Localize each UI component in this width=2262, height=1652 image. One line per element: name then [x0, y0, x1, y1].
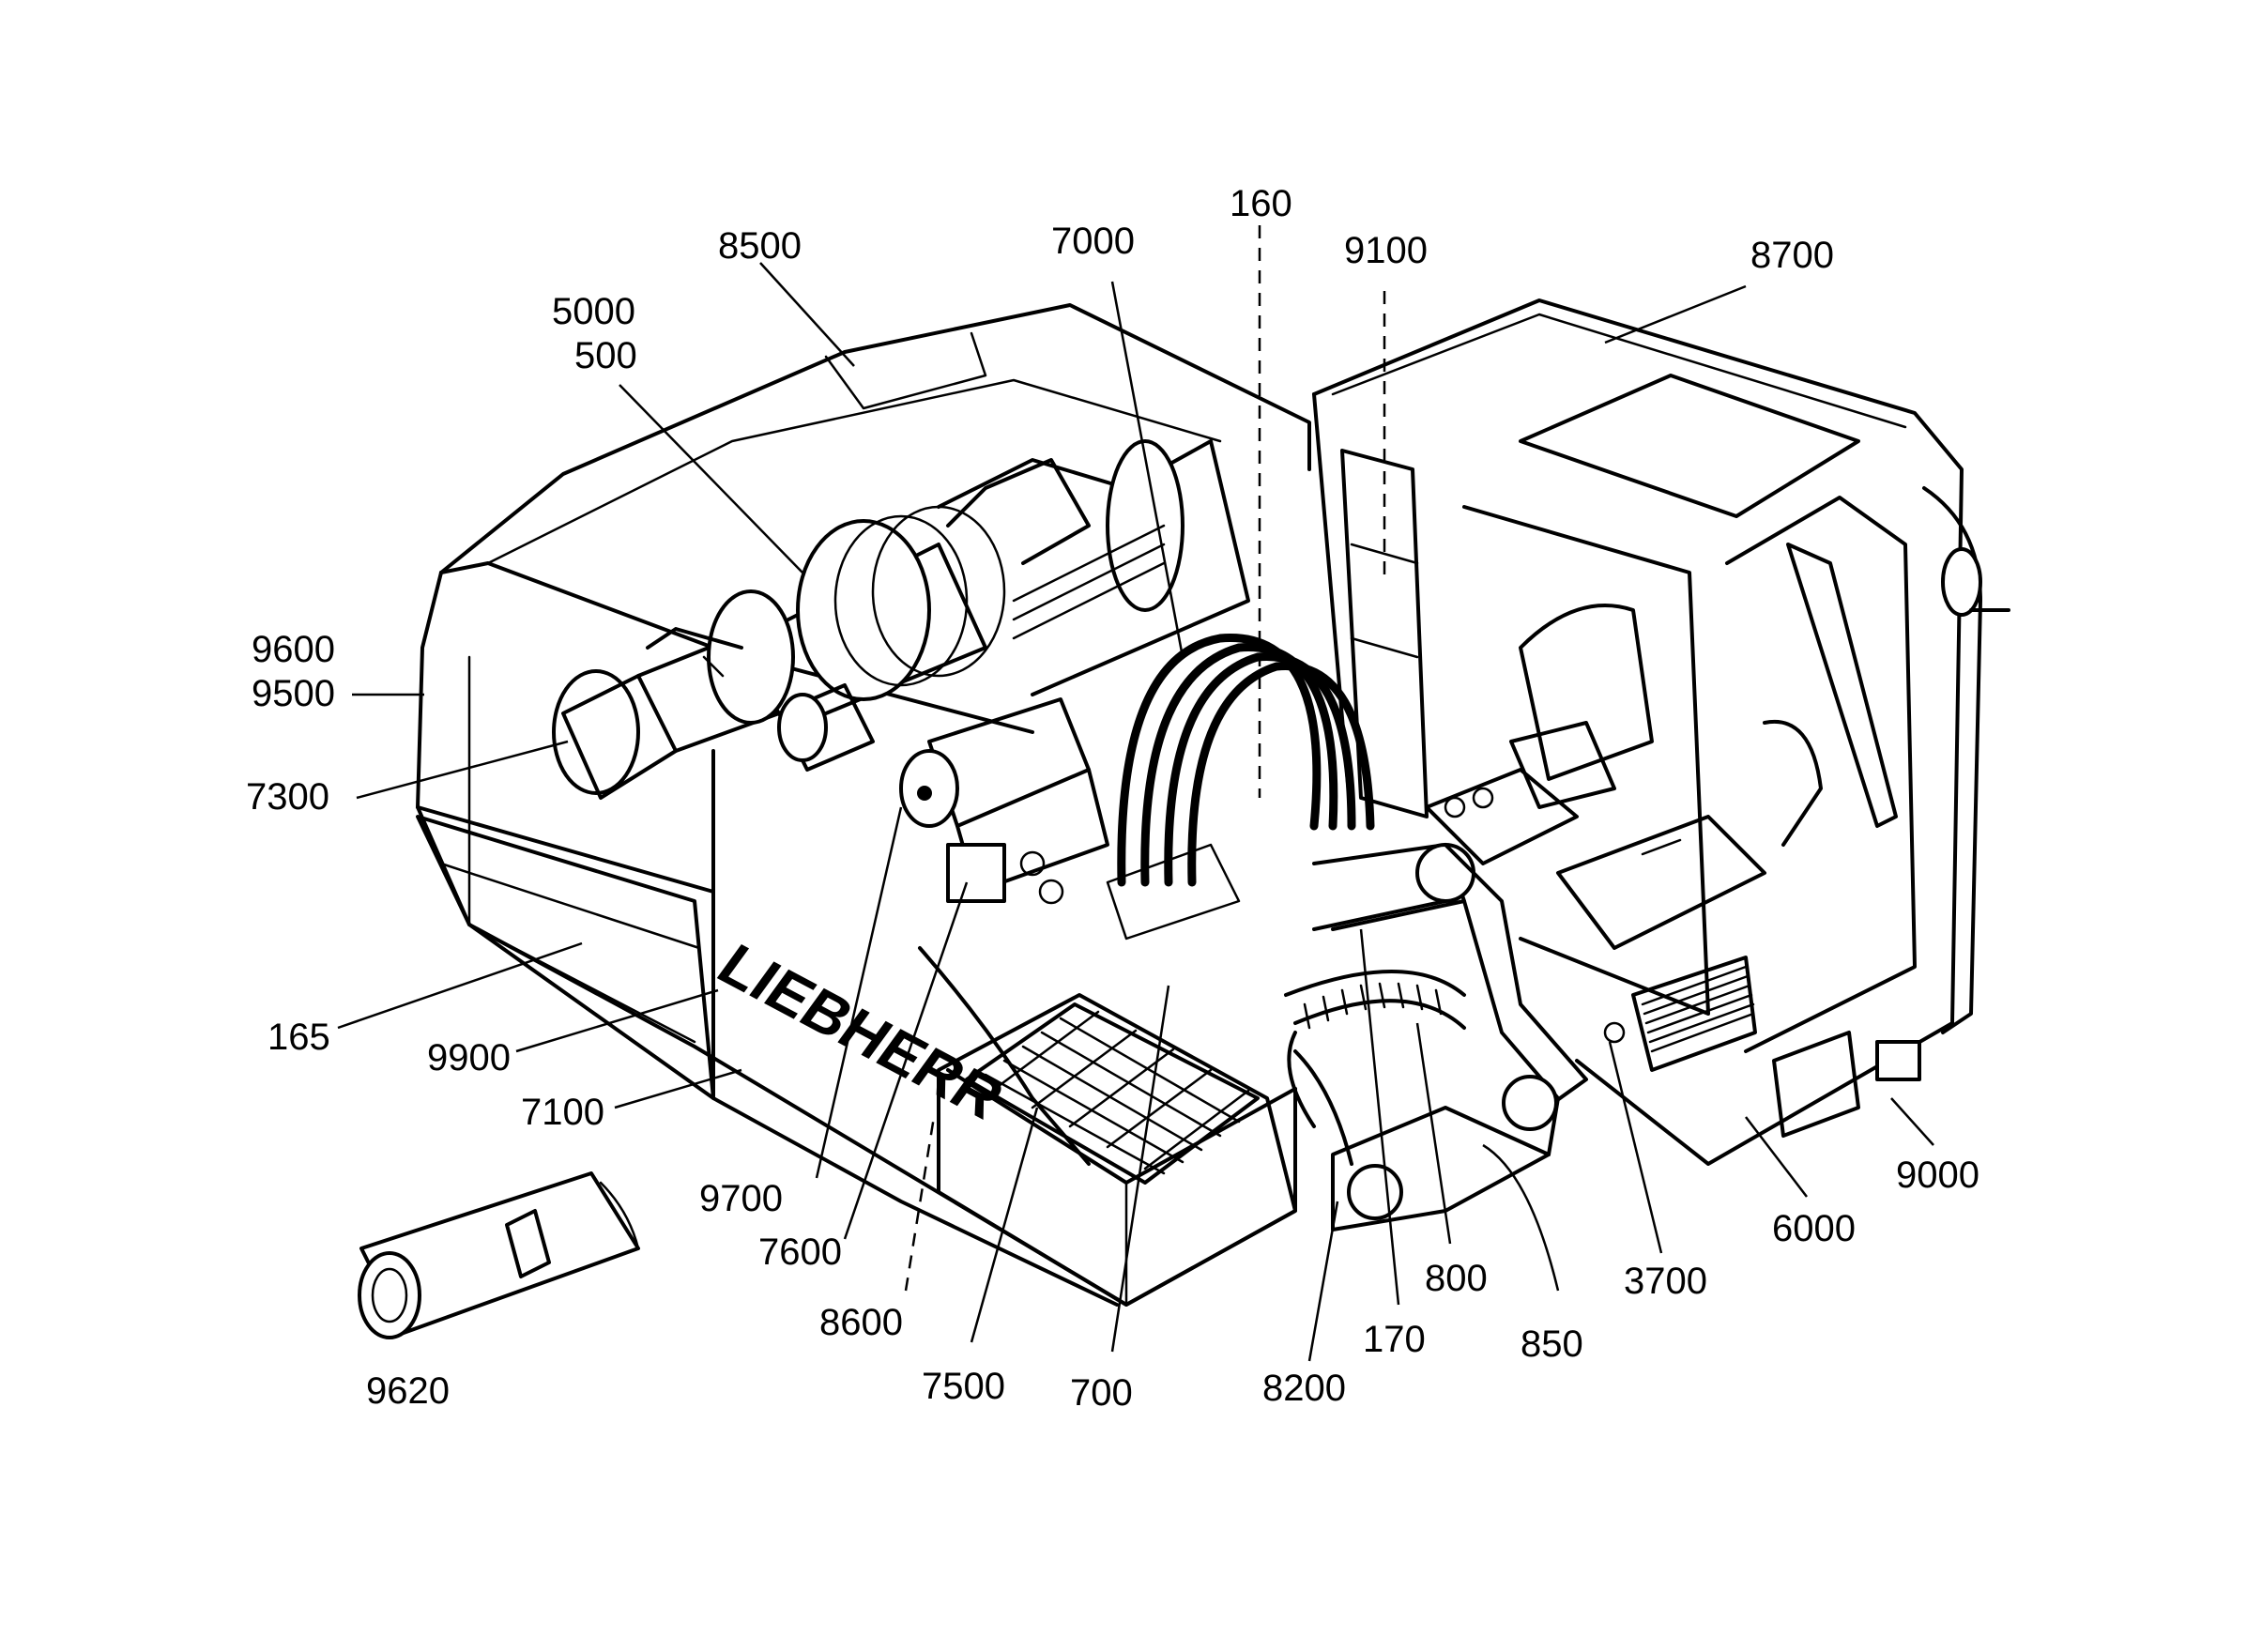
label-8500: 8500: [718, 225, 802, 267]
leader-lines: [337, 225, 1934, 1362]
uppercarriage-illustration: LIEBHERR: [358, 298, 2010, 1339]
label-9600: 9600: [252, 629, 335, 670]
leader-6000: [1745, 1116, 1808, 1198]
brand-lettering: LIEBHERR: [706, 932, 1016, 1131]
cab-roof-hatch: [1519, 374, 1860, 518]
label-500: 500: [574, 335, 637, 376]
label-7000: 7000: [1051, 221, 1135, 262]
leader-8700: [1604, 284, 1747, 344]
boom-pivot: [1415, 843, 1475, 903]
leader-9700: [815, 806, 903, 1179]
label-8600: 8600: [819, 1302, 903, 1343]
hydraulic-hoses: [1106, 634, 1375, 941]
tool-bag-end: [358, 1251, 421, 1339]
label-5000: 5000: [552, 291, 635, 332]
label-7500: 7500: [922, 1366, 1005, 1407]
frame-lug-lower: [1347, 1164, 1403, 1220]
leader-700: [1110, 985, 1170, 1353]
label-3700: 3700: [1624, 1261, 1707, 1302]
label-7600: 7600: [758, 1231, 842, 1273]
label-170: 170: [1363, 1319, 1426, 1360]
leader-8500: [759, 262, 855, 367]
callout-labels: 8500 7000 160 9100 8700 5000 500 9600 95…: [246, 183, 1979, 1414]
leader-8200: [1307, 1201, 1339, 1362]
cab-mirror: [1941, 547, 1982, 617]
label-9500: 9500: [252, 673, 335, 714]
engine-pump-assembly: [552, 439, 1250, 800]
label-8700: 8700: [1750, 235, 1834, 276]
label-7300: 7300: [246, 776, 329, 818]
control-valve-block: [899, 697, 1109, 905]
label-160: 160: [1230, 183, 1292, 224]
cab-door-window: [1340, 449, 1429, 818]
leader-7300: [356, 740, 569, 800]
rear-box: [937, 993, 1297, 1307]
leader-7600: [843, 881, 969, 1240]
fan-hub: [552, 669, 640, 795]
leader-165: [337, 941, 583, 1030]
leader-7000: [1110, 281, 1184, 658]
leader-9900: [515, 988, 719, 1053]
label-9900: 9900: [427, 1037, 511, 1078]
leader-170: [1359, 928, 1400, 1306]
tool-bag: [358, 1171, 640, 1339]
label-8200: 8200: [1262, 1368, 1346, 1409]
leader-3700: [1608, 1041, 1663, 1254]
label-9100: 9100: [1344, 230, 1428, 271]
main-frame: [1293, 843, 1588, 1231]
label-700: 700: [1070, 1372, 1133, 1414]
label-9620: 9620: [366, 1370, 450, 1412]
label-850: 850: [1521, 1323, 1583, 1365]
leader-7100: [614, 1068, 742, 1109]
label-800: 800: [1425, 1258, 1488, 1299]
leader-500: [619, 384, 803, 574]
operator-seat: [1519, 604, 1654, 781]
radiator-grille: [918, 946, 1260, 1185]
leader-800: [1415, 1022, 1452, 1245]
windscreen-wiper: [1786, 543, 1898, 828]
leader-9000: [1890, 1097, 1934, 1146]
frame-lug-upper: [1502, 1075, 1558, 1131]
leader-7500: [970, 1107, 1039, 1343]
brand-text: LIEBHERR: [706, 932, 1016, 1131]
leader-8600: [904, 1116, 936, 1292]
label-9700: 9700: [699, 1178, 783, 1219]
control-console: [1556, 815, 1766, 950]
label-7100: 7100: [521, 1092, 604, 1133]
operator-cab: [1312, 298, 2010, 1166]
leader-850: [1482, 1143, 1560, 1292]
label-6000: 6000: [1772, 1208, 1856, 1249]
label-9000: 9000: [1896, 1155, 1979, 1196]
swing-ring: [1284, 970, 1466, 1128]
label-165: 165: [267, 1017, 330, 1058]
